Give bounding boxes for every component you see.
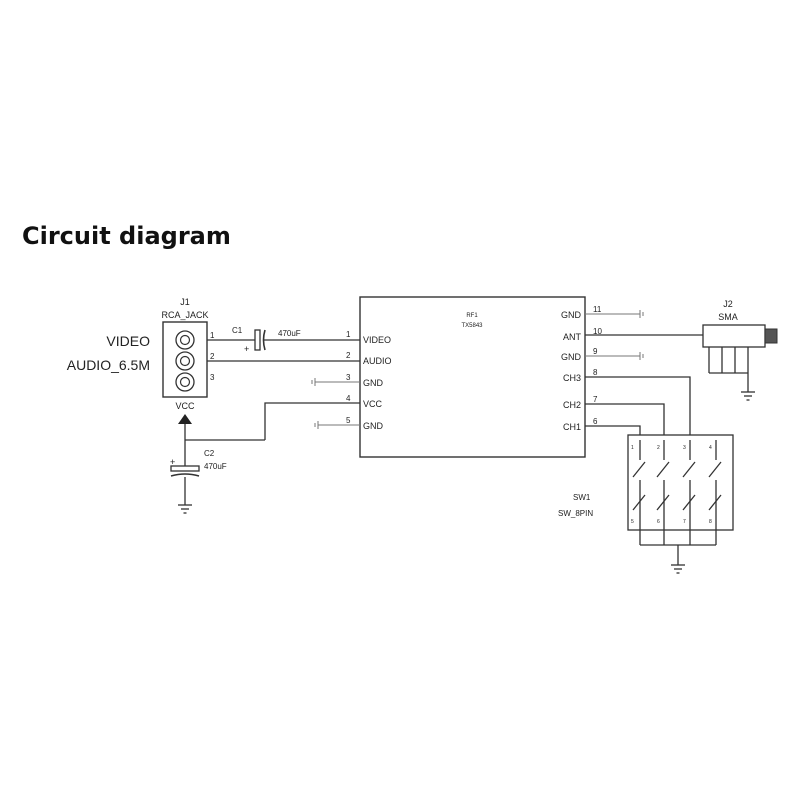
sw1-switch-2 [656, 440, 670, 545]
ic-right-pin-num-10: 10 [593, 327, 602, 336]
module-tx5843: RF1 TX5843 VIDEO AUDIO GND VCC GND 1 2 3… [346, 296, 602, 458]
ic-ref: RF1 [466, 313, 478, 319]
rca-jack-j1: J1 RCA_JACK VIDEO AUDIO_6.5M 1 2 3 [67, 297, 215, 398]
sw1-bottom-pin-8: 8 [709, 519, 712, 525]
c1-plus: + [244, 344, 249, 354]
sw1-top-pin-2: 2 [657, 445, 660, 451]
sw1-name: SW_8PIN [558, 509, 593, 518]
vcc-arrow-icon [178, 414, 192, 424]
ic-right-pin-num-9: 9 [593, 347, 598, 356]
ic-body [359, 296, 586, 458]
capacitor-c2: C2 470uF + [170, 439, 265, 514]
ic-right-pin-num-7: 7 [593, 395, 598, 404]
c2-value: 470uF [204, 462, 227, 471]
ic-right-pin-name-8: CH3 [563, 373, 581, 383]
vcc-label: VCC [175, 401, 195, 411]
sw1-switch-1 [632, 440, 646, 545]
sw1-switch-4 [708, 440, 722, 545]
ic-right-pin-name-10: ANT [563, 332, 582, 342]
j1-ref: J1 [180, 297, 190, 307]
ground-pin9-icon [585, 352, 644, 360]
j2-name: SMA [718, 312, 738, 322]
ic-left-pin-name-3: GND [363, 378, 384, 388]
c2-ref: C2 [204, 449, 215, 458]
ground-pin5-icon [314, 421, 360, 429]
ic-right-pin-num-6: 6 [593, 417, 598, 426]
j1-socket-2 [175, 351, 195, 371]
ic-left-pin-num-1: 1 [346, 330, 351, 339]
ic-name: TX5843 [461, 323, 483, 329]
sw1-top-pin-4: 4 [709, 445, 712, 451]
j1-video-label: VIDEO [106, 333, 150, 349]
page-title: Circuit diagram [22, 222, 231, 250]
ic-right-pin-name-7: CH2 [563, 400, 581, 410]
sw1-top-pin-1: 1 [631, 445, 634, 451]
sw1-bottom-pin-5: 5 [631, 519, 634, 525]
sw1-bottom-pin-6: 6 [657, 519, 660, 525]
dip-switch-sw1: SW1 SW_8PIN 1 2 3 4 5 6 7 8 [558, 434, 734, 574]
ic-left-pin-name-1: VIDEO [363, 335, 391, 345]
j2-ref: J2 [723, 299, 733, 309]
ic-left-pin-num-2: 2 [346, 351, 351, 360]
vcc-symbol: VCC [175, 401, 195, 440]
c1-ref: C1 [232, 326, 243, 335]
sw1-bottom-pin-7: 7 [683, 519, 686, 525]
ic-right-pin-name-9: GND [561, 352, 582, 362]
j1-pin-3: 3 [210, 373, 215, 382]
ic-left-pin-num-4: 4 [346, 394, 351, 403]
ic-left-pin-name-5: GND [363, 421, 384, 431]
j1-socket-3 [175, 372, 195, 392]
ic-right-pin-num-8: 8 [593, 368, 598, 377]
ch2-wire [585, 403, 665, 435]
c2-plus: + [170, 457, 175, 467]
ic-left-pin-name-2: AUDIO [363, 356, 392, 366]
ch1-wire [585, 425, 641, 435]
capacitor-c1: C1 + 470uF [232, 326, 360, 354]
sw1-top-pin-3: 3 [683, 445, 686, 451]
j1-socket-1 [175, 330, 195, 350]
ground-j2-icon [741, 391, 755, 401]
sw1-switch-3 [682, 440, 696, 545]
ic-left-pin-num-5: 5 [346, 416, 351, 425]
vcc-wire [264, 402, 360, 440]
ic-right-pin-name-6: CH1 [563, 422, 581, 432]
ch3-wire [585, 376, 691, 435]
sw1-ref: SW1 [573, 493, 591, 502]
sma-connector-j2: J2 SMA [702, 299, 778, 401]
ic-right-pin-name-11: GND [561, 310, 582, 320]
j1-name: RCA_JACK [161, 310, 208, 320]
j1-pin-1: 1 [210, 331, 215, 340]
ic-left-pin-name-4: VCC [363, 399, 383, 409]
ground-sw1-icon [671, 564, 685, 574]
j1-body [162, 321, 208, 398]
j1-pin-2: 2 [210, 352, 215, 361]
ic-right-pin-num-11: 11 [593, 305, 602, 314]
ground-c2-icon [178, 504, 192, 514]
ground-pin3-icon [311, 378, 360, 386]
c1-value: 470uF [278, 329, 301, 338]
ground-pin11-icon [585, 310, 644, 318]
sw1-body [627, 434, 734, 531]
ic-left-pin-num-3: 3 [346, 373, 351, 382]
sw1-switch-1b [632, 494, 646, 511]
j1-audio-label: AUDIO_6.5M [67, 357, 150, 373]
